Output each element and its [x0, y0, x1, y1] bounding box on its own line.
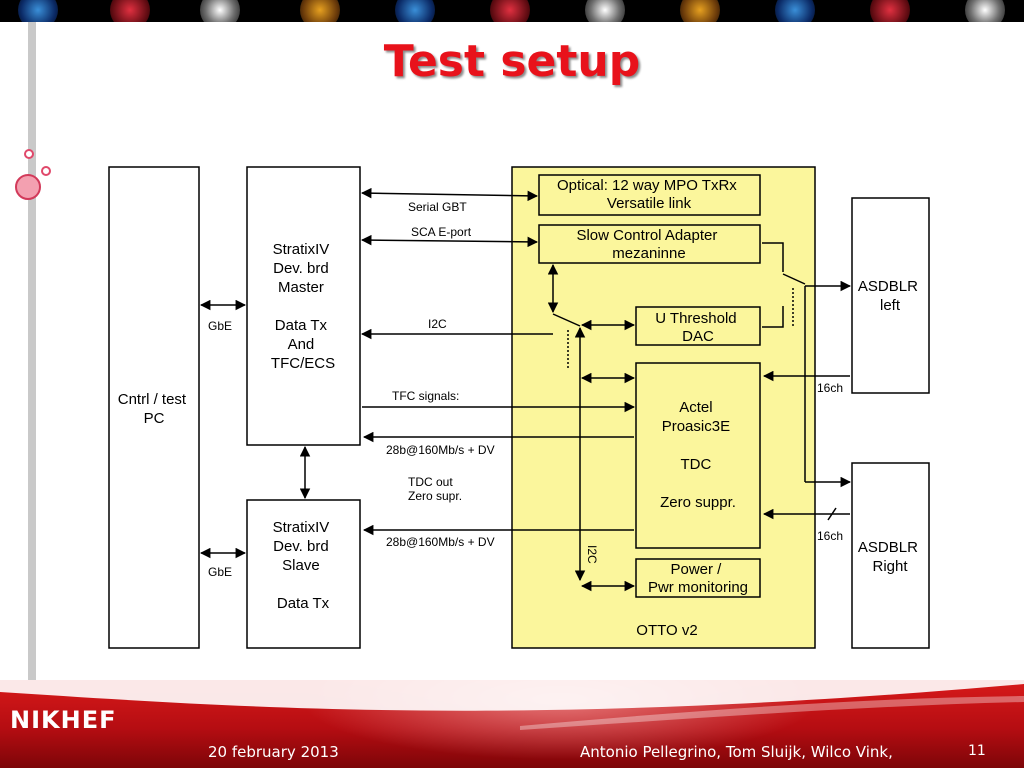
asdblr-right-label: ASDBLR Right — [858, 539, 922, 575]
master-label: StratixIV Dev. brd Master Data Tx And TF… — [271, 241, 335, 372]
power-label: Power / Pwr monitoring — [648, 561, 748, 596]
otto-label: OTTO v2 — [636, 622, 697, 639]
i2c-label: I2C — [428, 317, 447, 331]
footer-bar — [0, 680, 1024, 768]
actel-box — [635, 362, 761, 549]
nikhef-logo: NIKHEF — [10, 706, 117, 734]
master-box — [246, 166, 361, 446]
asdblr-right-box — [851, 462, 930, 649]
pc-box — [108, 166, 200, 649]
gbe-bottom-label: GbE — [208, 565, 232, 579]
asdblr-left-box — [851, 197, 930, 394]
sca-threshold-line — [762, 242, 784, 272]
power-box — [635, 558, 761, 598]
banner-decoration — [965, 0, 1005, 22]
decor-dot — [24, 149, 34, 159]
banner-decoration — [200, 0, 240, 22]
data-top-label: 28b@160Mb/s + DV — [386, 443, 495, 457]
banner-decoration — [490, 0, 530, 22]
serial-gbt-link — [360, 187, 539, 202]
footer-authors: Antonio Pellegrino, Tom Sluijk, Wilco Vi… — [580, 743, 893, 761]
decor-dot — [15, 174, 41, 200]
asdblr-left-label: ASDBLR left — [858, 278, 922, 314]
banner-decoration — [870, 0, 910, 22]
footer-date: 20 february 2013 — [208, 743, 339, 761]
tfc-signals-label: TFC signals: — [392, 389, 459, 403]
banner-decoration — [300, 0, 340, 22]
actel-label: Actel Proasic3E TDC Zero suppr. — [660, 399, 736, 511]
banner-decoration — [18, 0, 58, 22]
uthreshold-box — [635, 306, 761, 346]
page-number: 11 — [968, 743, 986, 759]
banner-decoration — [395, 0, 435, 22]
optical-label: Optical: 12 way MPO TxRx Versatile link — [557, 177, 741, 212]
uthreshold-out-line — [762, 306, 784, 328]
threshold-switch — [782, 273, 806, 285]
slave-label: StratixIV Dev. brd Slave Data Tx — [273, 519, 334, 612]
decor-dot — [41, 166, 51, 176]
test-setup-diagram: OTTO v2 Cntrl / test PC StratixIV Dev. b… — [108, 166, 930, 649]
serial-gbt-label: Serial GBT — [408, 200, 467, 214]
banner-decoration — [775, 0, 815, 22]
sca-eport-label: SCA E-port — [411, 225, 472, 239]
ch-right-slash — [827, 507, 837, 521]
data-bottom-label: 28b@160Mb/s + DV — [386, 535, 495, 549]
ch-left-label: 16ch — [817, 381, 843, 395]
optical-box — [538, 174, 761, 216]
top-banner — [0, 0, 1024, 22]
uthreshold-label: U Threshold DAC — [655, 310, 741, 345]
banner-decoration — [110, 0, 150, 22]
pc-label: Cntrl / test PC — [118, 391, 191, 427]
sca-box — [538, 224, 761, 264]
gbe-top-label: GbE — [208, 319, 232, 333]
ch-right-label: 16ch — [817, 529, 843, 543]
tdc-out-label: TDC out Zero supr. — [408, 475, 462, 503]
footer-swoosh — [0, 680, 1024, 730]
slave-box — [246, 499, 361, 649]
i2c-switch — [552, 313, 581, 327]
i2c-vertical-label: I2C — [585, 545, 599, 564]
banner-decoration — [585, 0, 625, 22]
left-rule — [28, 22, 36, 687]
sca-eport-link — [360, 234, 539, 248]
banner-decoration — [680, 0, 720, 22]
sca-label: Slow Control Adapter mezaninne — [576, 227, 721, 262]
slide-title: Test setup — [383, 36, 641, 87]
